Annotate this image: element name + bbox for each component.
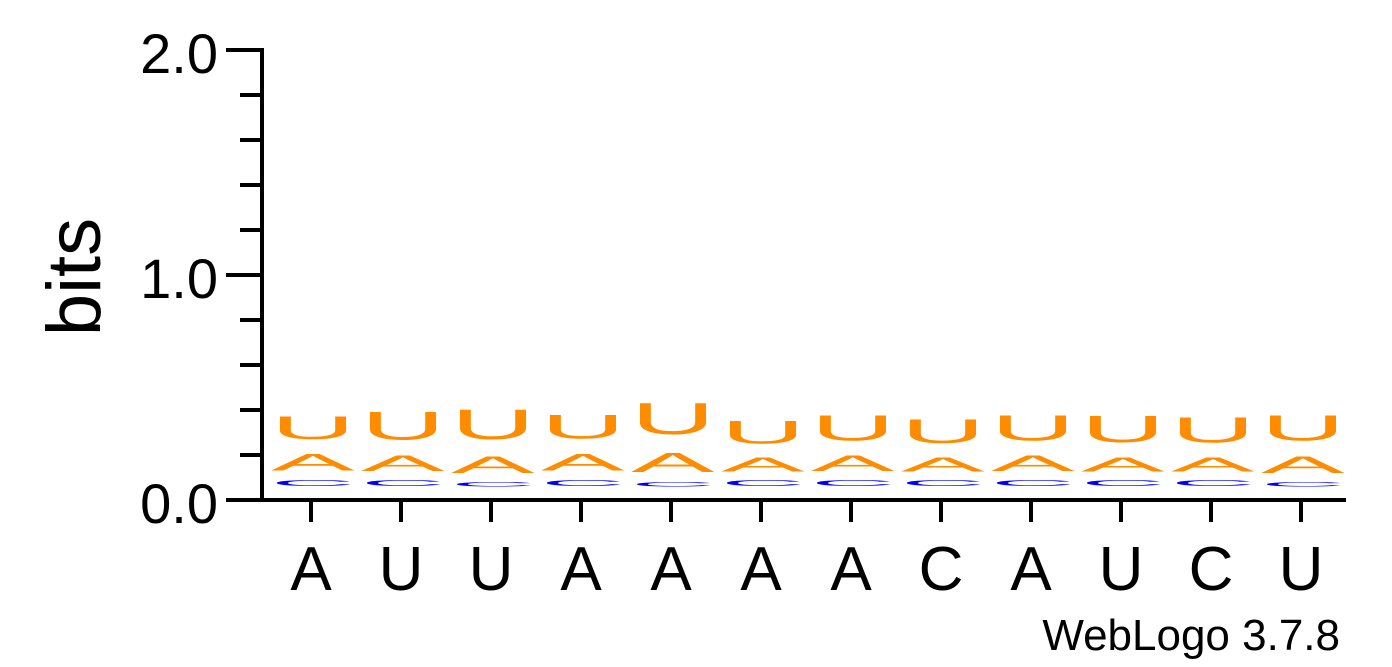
x-tick-label: U xyxy=(1279,535,1324,604)
logo-letter-c: C xyxy=(451,481,535,488)
logo-letter-u: U xyxy=(631,394,715,444)
logo-letter-c: C xyxy=(1171,479,1255,488)
logo-letter-c: C xyxy=(991,479,1075,488)
y-tick-label: 0.0 xyxy=(140,472,218,535)
logo-letter-u: U xyxy=(541,408,625,446)
x-tick-label: U xyxy=(379,535,424,604)
logo-letter-c: C xyxy=(811,479,895,488)
logo-letter-c: C xyxy=(271,479,355,488)
logo-letter-a: A xyxy=(271,449,356,476)
logo-letter-u: U xyxy=(1081,408,1165,450)
logo-letter-c: C xyxy=(541,479,625,488)
y-axis-label: bits xyxy=(32,218,117,336)
x-tick-label: A xyxy=(740,535,782,604)
logo-letter-u: U xyxy=(811,408,895,448)
logo-letter-c: C xyxy=(1261,481,1345,488)
logo-letter-c: C xyxy=(901,479,985,488)
x-tick-label: A xyxy=(650,535,692,604)
logo-letter-a: A xyxy=(991,451,1075,476)
x-tick-label: A xyxy=(1010,535,1052,604)
logo-letter-a: A xyxy=(1261,451,1346,478)
x-ticks xyxy=(309,500,1303,522)
logo-letter-u: U xyxy=(991,408,1075,448)
x-tick-label: U xyxy=(469,535,514,604)
x-tick-label: A xyxy=(290,535,332,604)
y-ticks xyxy=(226,48,262,502)
logo-letter-u: U xyxy=(1171,410,1255,450)
logo-letter-a: A xyxy=(361,451,445,476)
logo-letter-a: A xyxy=(901,454,985,476)
y-tick-label: 2.0 xyxy=(140,22,218,85)
logo-letter-u: U xyxy=(1261,408,1345,448)
logo-letter-u: U xyxy=(451,401,535,448)
weblogo-version-label: WebLogo 3.7.8 xyxy=(1042,611,1340,660)
x-tick-label: C xyxy=(1189,535,1234,604)
logo-letter-c: C xyxy=(721,479,805,488)
logo-letter-a: A xyxy=(811,451,895,476)
logo-letter-u: U xyxy=(271,410,355,446)
logo-letter-a: A xyxy=(631,447,715,478)
x-tick-label: C xyxy=(919,535,964,604)
logo-letter-u: U xyxy=(361,403,445,448)
logo-letter-a: A xyxy=(721,454,805,476)
y-tick-labels: 0.0 1.0 2.0 xyxy=(140,22,218,535)
x-tick-label: A xyxy=(830,535,872,604)
logo-letter-u: U xyxy=(901,412,985,450)
logo-letter-a: A xyxy=(451,451,536,478)
logo-letter-a: A xyxy=(1171,454,1255,476)
logo-letter-c: C xyxy=(361,479,445,488)
logo-letter-c: C xyxy=(631,481,715,488)
logo-letter-a: A xyxy=(1081,454,1165,476)
logo-letter-a: A xyxy=(541,449,626,476)
x-tick-label: U xyxy=(1099,535,1144,604)
logo-letter-c: C xyxy=(1081,479,1165,488)
logo-letter-u: U xyxy=(721,415,805,451)
x-tick-label: A xyxy=(560,535,602,604)
y-tick-label: 1.0 xyxy=(140,247,218,310)
